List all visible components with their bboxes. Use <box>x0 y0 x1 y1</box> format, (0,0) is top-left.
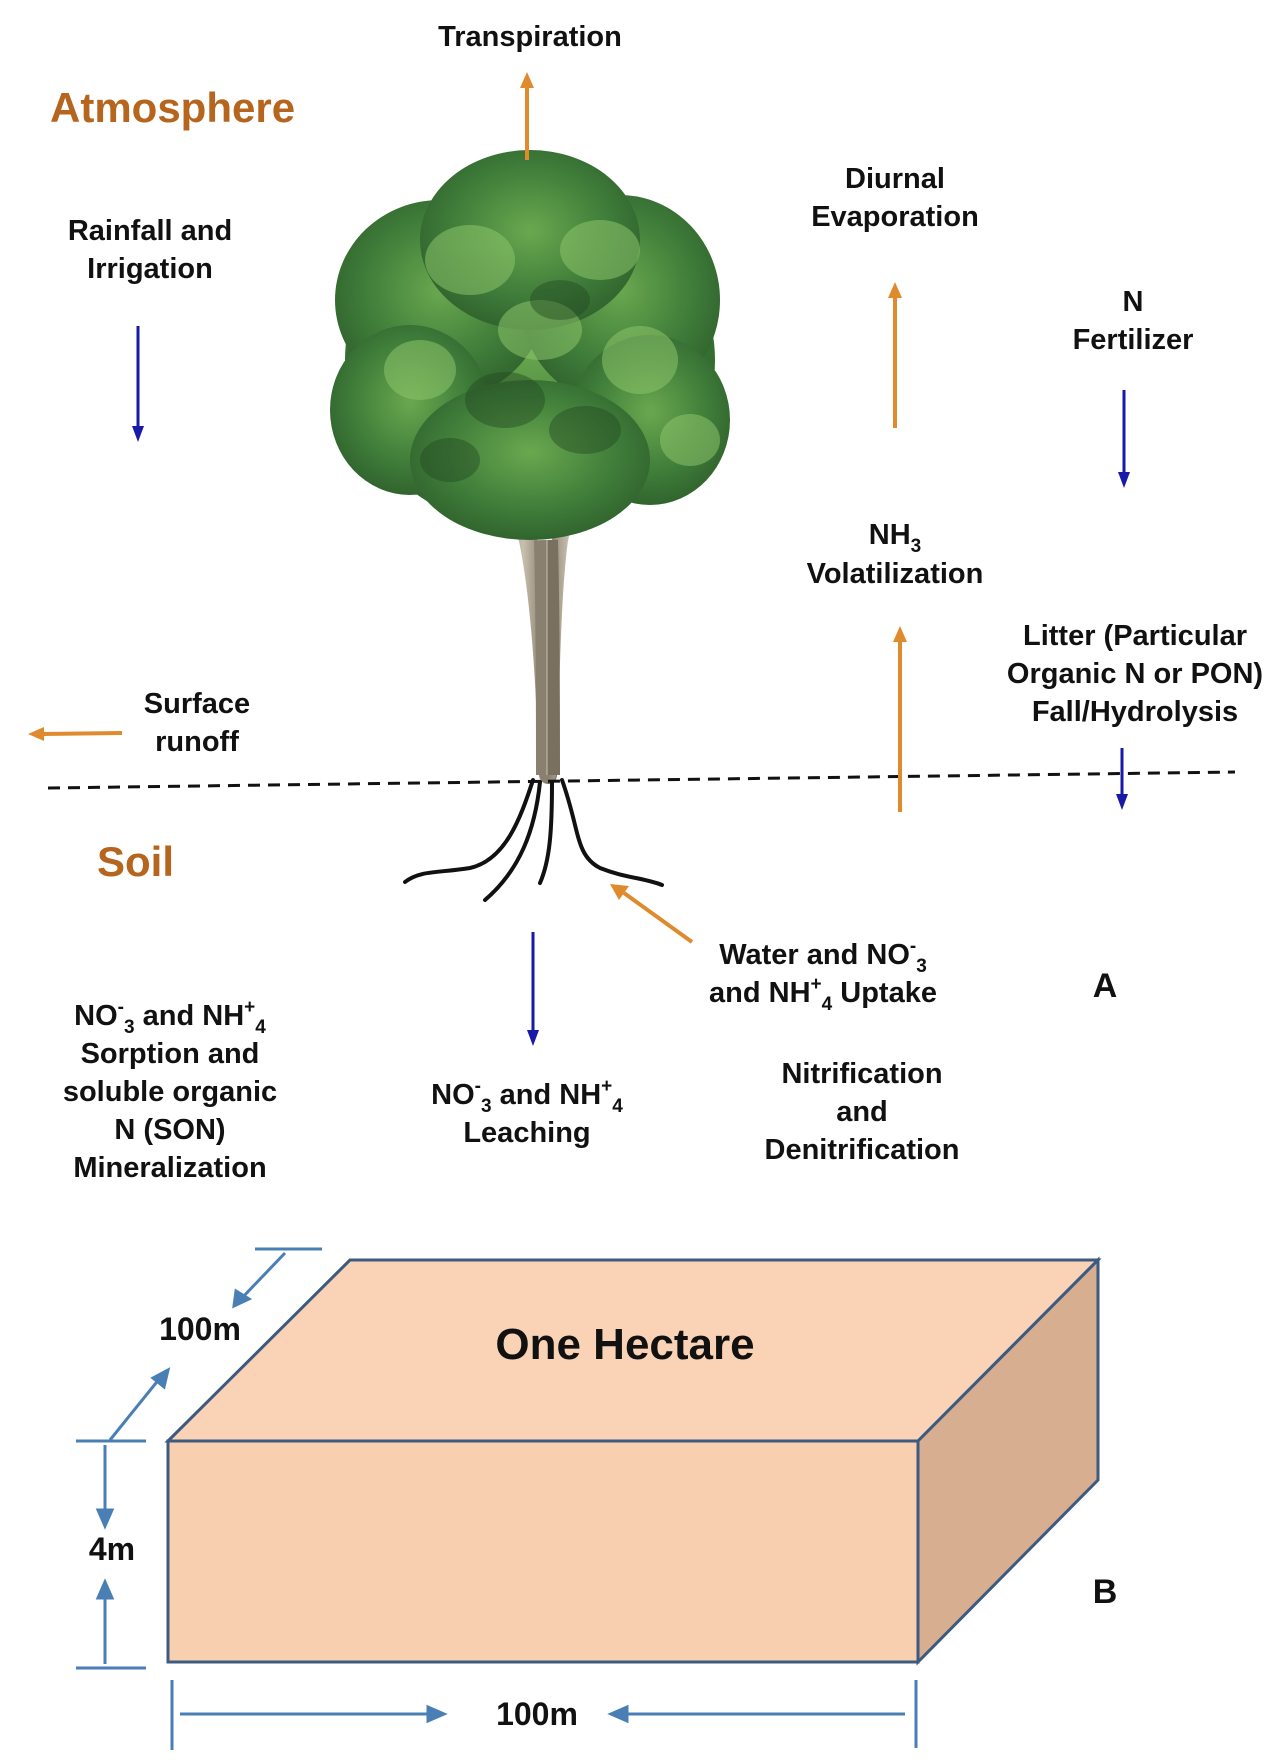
fertilizer-label-line2: Fertilizer <box>1073 324 1194 356</box>
rainfall-label-line1: Rainfall and <box>68 215 232 247</box>
hectare-box <box>164 1256 1102 1666</box>
leaching-label-line1: NO-3 and NH+4 <box>431 1076 623 1117</box>
box-front-face <box>166 1439 920 1664</box>
runoff-label-line2: runoff <box>155 726 239 758</box>
son-label-line3: soluble organic <box>63 1076 277 1108</box>
soil-label: Soil <box>97 838 174 885</box>
uptake-label-line2: and NH+4 Uptake <box>709 974 937 1015</box>
son-label-line2: Sorption and <box>81 1038 260 1070</box>
diurnal-evaporation-arrow <box>888 282 902 428</box>
litter-label-line3: Fall/Hydrolysis <box>1032 696 1238 728</box>
runoff-label-line1: Surface <box>144 688 250 720</box>
fertilizer-label-line1: N <box>1123 286 1144 318</box>
son-label-line4: N (SON) <box>114 1114 225 1146</box>
ground-line <box>47 770 1236 790</box>
depth-label: 4m <box>89 1531 135 1567</box>
width-top-label: 100m <box>159 1311 241 1347</box>
son-label-line1: NO-3 and NH+4 <box>74 997 266 1038</box>
atmosphere-label: Atmosphere <box>50 84 295 131</box>
rainfall-label-line2: Irrigation <box>87 253 213 285</box>
leaching-label-line2: Leaching <box>463 1117 590 1149</box>
diurnal-label-line1: Diurnal <box>845 163 945 195</box>
leaching-arrow <box>527 932 539 1046</box>
nh3-label-line2: Volatilization <box>807 558 984 590</box>
diurnal-label-line2: Evaporation <box>811 201 979 233</box>
panel-a-label: A <box>1093 967 1118 1005</box>
nitrification-label-line1: Nitrification <box>781 1058 942 1090</box>
nitrification-label-line2: and <box>836 1096 888 1128</box>
box-title: One Hectare <box>495 1320 754 1369</box>
width-top-dimension <box>108 1247 322 1441</box>
uptake-label-line1: Water and NO-3 <box>719 936 927 977</box>
litter-label-line1: Litter (Particular <box>1023 620 1247 652</box>
fertilizer-arrow <box>1118 390 1130 488</box>
nh3-label-line1: NH3 <box>869 519 921 557</box>
width-bottom-label: 100m <box>496 1696 578 1732</box>
litter-arrow <box>1116 748 1128 810</box>
tree-illustration <box>330 150 730 784</box>
transpiration-arrow <box>520 72 534 160</box>
transpiration-label: Transpiration <box>438 21 622 53</box>
uptake-arrow <box>610 884 694 944</box>
surface-runoff-arrow <box>28 727 123 741</box>
depth-dimension <box>76 1439 146 1670</box>
roots <box>403 778 664 902</box>
litter-label-line2: Organic N or PON) <box>1007 658 1263 690</box>
panel-b-label: B <box>1093 1573 1118 1611</box>
nitrification-label-line3: Denitrification <box>765 1134 960 1166</box>
volatilization-arrow <box>893 626 907 812</box>
rainfall-arrow <box>132 326 144 442</box>
son-label-line5: Mineralization <box>73 1152 266 1184</box>
width-bottom-dimension <box>170 1680 918 1750</box>
